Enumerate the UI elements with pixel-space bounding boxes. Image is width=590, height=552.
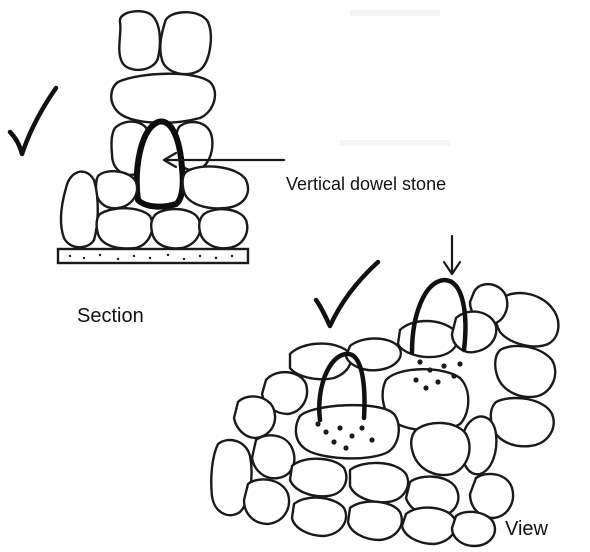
view-stone (290, 344, 351, 380)
scan-smudge (340, 10, 450, 146)
section-stone (199, 209, 247, 248)
label-vertical-dowel-stone: Vertical dowel stone (286, 174, 446, 195)
label-view: View (505, 518, 548, 541)
section-stone (96, 171, 137, 208)
view-stone (452, 312, 496, 353)
view-stone (234, 396, 275, 438)
section-stone (160, 12, 211, 74)
view-stone (452, 512, 495, 546)
view-drawing (211, 280, 558, 546)
checkmark-icon (10, 88, 56, 154)
foundation-base (58, 249, 248, 263)
view-stone (290, 459, 346, 497)
view-stone (495, 346, 555, 397)
view-stone (244, 479, 289, 524)
checkmark-icon (316, 262, 378, 326)
view-stone (411, 423, 469, 475)
section-stone (111, 74, 215, 123)
section-stone (97, 208, 153, 248)
section-stone (151, 209, 200, 248)
view-stone (350, 463, 408, 502)
view-stone (296, 405, 399, 458)
view-stone (252, 435, 294, 478)
view-stone (491, 398, 554, 446)
view-stone (348, 502, 402, 540)
view-stone (292, 498, 346, 536)
section-stone (183, 166, 248, 208)
label-section: Section (77, 305, 144, 328)
view-stone (402, 508, 456, 544)
load-arrow-icon (444, 236, 460, 274)
foundation-hatching (69, 254, 233, 260)
section-stone (119, 11, 160, 70)
view-stone (398, 321, 458, 357)
section-drawing (58, 11, 284, 263)
section-stone (61, 172, 98, 248)
vertical-dowel-stone (137, 122, 183, 207)
